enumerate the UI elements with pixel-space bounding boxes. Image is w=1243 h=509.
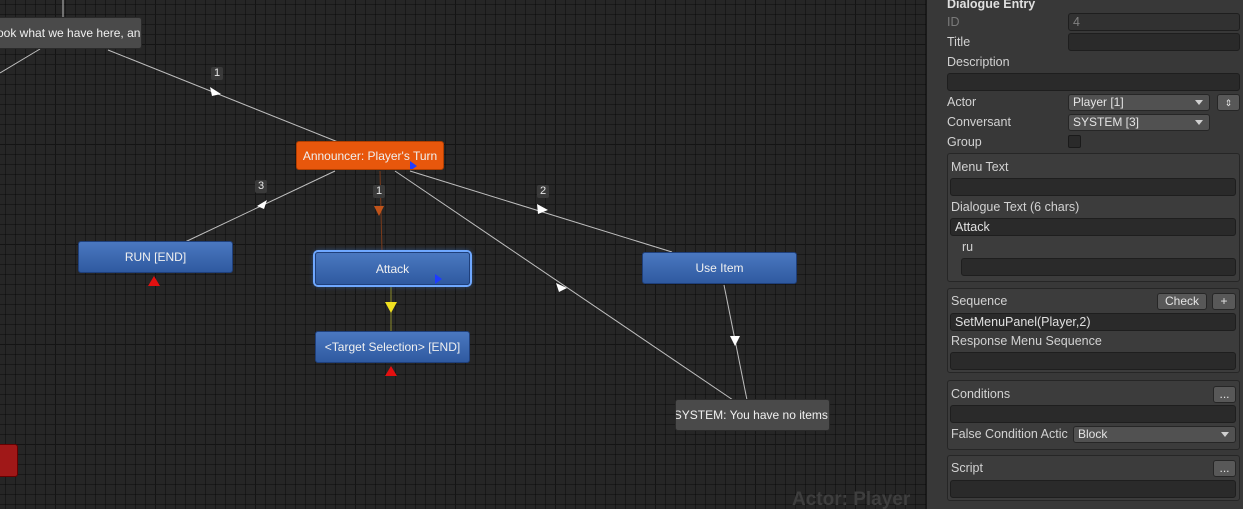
locale-text-input[interactable] [961,258,1236,276]
link-arrow [730,336,740,346]
group-checkbox[interactable] [1068,135,1081,148]
node-label: Announcer: Player's Turn [302,148,438,163]
id-label: ID [947,15,960,29]
link-arrow [537,204,548,214]
node-label: SYSTEM: You have no items. [675,408,830,422]
script-label: Script [951,461,983,475]
id-field: 4 [1068,13,1240,31]
dialogue-entry-inspector: Dialogue Entry ID 4 Title Description Ac… [926,0,1243,509]
node-label: <Target Selection> [END] [324,340,461,354]
link-line [0,48,41,74]
link-line [107,49,339,143]
dialogue-node-use-item[interactable]: Use Item [642,252,797,284]
conversant-label: Conversant [947,115,1011,129]
node-label: Attack [375,261,410,276]
false-condition-action-dropdown[interactable]: Block [1073,426,1236,443]
description-label: Description [947,55,1010,69]
link-arrow [374,206,384,216]
sequence-label: Sequence [951,294,1008,308]
dialogue-node-system-no-items[interactable]: SYSTEM: You have no items. [675,399,830,431]
end-marker-icon [148,276,160,286]
chevron-down-icon [1195,100,1203,105]
actor-dropdown[interactable]: Player [1] [1068,94,1210,111]
node-label: RUN [END] [124,250,187,264]
false-condition-value: Block [1078,427,1108,441]
conditions-input[interactable] [950,405,1236,423]
blue-marker-icon [435,274,442,284]
blue-marker-icon [410,161,417,169]
inspector-header: Dialogue Entry [947,0,1036,11]
chevron-down-icon [1221,432,1229,437]
link-arrow [257,200,267,209]
link-priority-badge: 1 [373,185,386,198]
link-priority-badge: 1 [211,67,224,80]
dialogue-text-input[interactable]: Attack [950,218,1236,236]
link-line [394,170,734,401]
node-links [0,0,748,401]
link-priority-badge: 3 [255,180,268,193]
add-sequence-button[interactable]: + [1212,293,1236,310]
script-input[interactable] [950,480,1236,498]
description-input[interactable] [947,73,1240,91]
end-marker-icon [385,366,397,376]
actor-label: Actor [947,95,977,109]
dialogue-node-target-selection[interactable]: <Target Selection> [END] [315,331,470,363]
title-label: Title [947,35,971,49]
false-condition-action-label: False Condition Actic [951,427,1068,441]
dialogue-graph-canvas[interactable]: 1 3 1 2 ook what we have here, an Announ… [0,0,926,509]
group-label: Group [947,135,982,149]
response-menu-sequence-input[interactable] [950,352,1236,370]
script-menu-button[interactable]: ... [1213,460,1236,477]
dialogue-node-run[interactable]: RUN [END] [78,241,233,273]
title-input[interactable] [1068,33,1240,51]
dialogue-node-announcer[interactable]: Announcer: Player's Turn [296,141,444,170]
actor-swap-button[interactable]: ⇕ [1217,94,1240,111]
link-priority-badge: 2 [537,185,550,198]
link-arrow [385,302,397,313]
check-button[interactable]: Check [1157,293,1207,310]
conversant-value: SYSTEM [3] [1073,115,1140,129]
actor-watermark: Actor: Player [792,489,911,509]
locale-label: ru [962,240,974,254]
dialogue-node-intro[interactable]: ook what we have here, an [0,17,142,49]
response-menu-sequence-label: Response Menu Sequence [951,334,1102,348]
dialogue-text-label: Dialogue Text (6 chars) [951,200,1080,214]
node-label: ook what we have here, an [0,26,141,40]
dialogue-node-attack[interactable]: Attack [315,252,470,285]
conversant-dropdown[interactable]: SYSTEM [3] [1068,114,1210,131]
conditions-label: Conditions [951,387,1011,401]
menu-text-label: Menu Text [951,160,1009,174]
node-label: Use Item [695,261,744,275]
conditions-menu-button[interactable]: ... [1213,386,1236,403]
menu-text-input[interactable] [950,178,1236,196]
dialogue-node-offscreen[interactable] [0,444,18,477]
sequence-input[interactable]: SetMenuPanel(Player,2) [950,313,1236,331]
actor-value: Player [1] [1073,95,1124,109]
chevron-down-icon [1195,120,1203,125]
swap-icon: ⇕ [1224,98,1233,108]
link-arrow [556,283,567,292]
link-arrow [210,87,221,96]
